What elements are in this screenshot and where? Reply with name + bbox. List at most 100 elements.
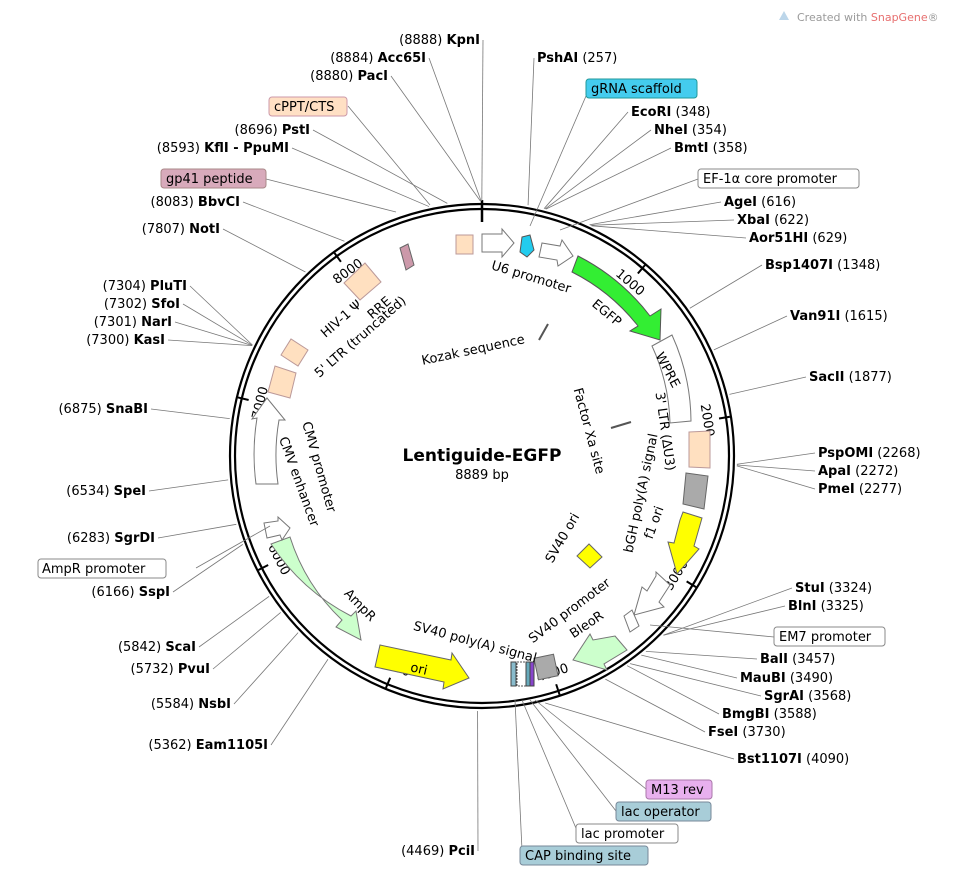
restriction-site: (8696) PstI xyxy=(235,123,310,138)
svg-text:Aor51HI (629): Aor51HI (629) xyxy=(749,231,847,246)
features xyxy=(250,227,711,690)
svg-text:StuI (3324): StuI (3324) xyxy=(795,581,872,596)
site-leader xyxy=(233,632,299,705)
boxed-label-leaders xyxy=(195,95,775,851)
3-ltr-feature xyxy=(688,430,711,469)
svg-text:NheI (354): NheI (354) xyxy=(654,123,727,138)
svg-text:BmgBI (3588): BmgBI (3588) xyxy=(722,707,817,722)
cap-binding-site-feature xyxy=(510,661,517,687)
wpre-feature xyxy=(651,334,692,424)
restriction-site: (6534) SpeI xyxy=(66,484,146,499)
restriction-site: (5362) Eam1105I xyxy=(148,738,268,753)
site-leader xyxy=(629,663,762,697)
restriction-site: FseI (3730) xyxy=(708,725,786,740)
site-leader xyxy=(212,612,281,670)
site-leader xyxy=(198,596,270,648)
restriction-site: NheI (354) xyxy=(654,123,727,138)
svg-text:(8083) BbvCI: (8083) BbvCI xyxy=(151,195,240,210)
restriction-site: (5732) PvuI xyxy=(131,662,210,677)
svg-text:SacII (1877): SacII (1877) xyxy=(809,370,892,385)
svg-text:AmpR promoter: AmpR promoter xyxy=(42,562,146,577)
svg-text:(8880) PacI: (8880) PacI xyxy=(310,69,388,84)
brand-prefix: Created with xyxy=(797,11,871,24)
5-ltr-feature xyxy=(267,365,297,399)
restriction-site: Aor51HI (629) xyxy=(749,231,847,246)
plasmid-name: Lentiguide-EGFP xyxy=(403,446,562,466)
site-leader xyxy=(605,678,706,733)
site-leader xyxy=(713,315,788,351)
restriction-site: (6166) SspI xyxy=(91,585,170,600)
tick-mark xyxy=(555,683,561,696)
svg-text:(6534) SpeI: (6534) SpeI xyxy=(66,484,146,499)
label-kozak: Kozak sequence xyxy=(420,332,526,368)
box-ef1a-core-promoter: EF-1α core promoter xyxy=(697,168,860,189)
restriction-site: Bsp1407I (1348) xyxy=(765,258,880,273)
restriction-site: (7300) KasI xyxy=(86,333,165,348)
kozak-sequence-feature xyxy=(538,323,549,341)
site-leader xyxy=(645,650,758,660)
site-leader xyxy=(167,339,253,347)
tick-mark xyxy=(718,415,731,420)
label-ori: ori xyxy=(409,660,429,678)
ampr-arrow xyxy=(270,536,362,641)
site-leader xyxy=(591,225,747,239)
restriction-site: Bst1107I (4090) xyxy=(737,752,849,767)
restriction-site: BlnI (3325) xyxy=(788,599,864,614)
site-leader xyxy=(545,702,735,760)
svg-text:lac promoter: lac promoter xyxy=(581,827,665,842)
site-leader xyxy=(736,464,816,472)
site-leader xyxy=(729,376,807,395)
site-leader xyxy=(545,147,672,210)
restriction-site: Van91I (1615) xyxy=(790,309,888,324)
tick-mark xyxy=(333,252,342,263)
svg-text:(7301) NarI: (7301) NarI xyxy=(94,315,172,330)
restriction-site: (8593) KflI - PpuMI xyxy=(157,141,289,156)
f1-ori-arrow xyxy=(667,511,703,576)
ef1a-core-promoter-arrow xyxy=(538,238,574,267)
restriction-site-labels: PshAI (257)EcoRI (348)NheI (354)BmtI (35… xyxy=(58,33,920,859)
site-leader xyxy=(270,659,329,746)
svg-text:BlnI (3325): BlnI (3325) xyxy=(788,599,864,614)
svg-text:(8593) KflI - PpuMI: (8593) KflI - PpuMI xyxy=(157,141,289,156)
hiv1-psi-feature xyxy=(280,338,309,367)
svg-text:Bst1107I (4090): Bst1107I (4090) xyxy=(737,752,849,767)
snapgene-logo-icon xyxy=(779,11,789,20)
cmv-enhancer-arrow xyxy=(250,397,287,485)
svg-text:(5842) ScaI: (5842) ScaI xyxy=(118,640,196,655)
restriction-site: PshAI (257) xyxy=(537,51,617,66)
site-leader xyxy=(527,57,535,206)
svg-text:EF-1α core promoter: EF-1α core promoter xyxy=(703,172,838,187)
label-factor-xa: Factor Xa site xyxy=(570,386,607,475)
svg-text:PmeI (2277): PmeI (2277) xyxy=(818,482,902,497)
brand-name: SnapGene xyxy=(871,11,928,24)
svg-text:lac operator: lac operator xyxy=(621,805,700,820)
site-leader xyxy=(663,587,793,636)
svg-text:gp41 peptide: gp41 peptide xyxy=(166,172,253,187)
svg-text:BalI (3457): BalI (3457) xyxy=(760,652,835,667)
m13-rev-feature xyxy=(529,661,535,687)
box-m13-rev: M13 rev xyxy=(645,779,713,800)
svg-text:EM7 promoter: EM7 promoter xyxy=(779,630,872,645)
box-grna-scaffold: gRNA scaffold xyxy=(585,78,698,99)
cppt-cts-feature xyxy=(455,234,474,255)
site-leader xyxy=(150,408,230,419)
factor-xa-site-feature xyxy=(610,421,632,429)
svg-text:ApaI (2272): ApaI (2272) xyxy=(818,464,898,479)
svg-text:(7807) NotI: (7807) NotI xyxy=(142,222,220,237)
restriction-site: PspOMI (2268) xyxy=(818,446,921,461)
site-leader xyxy=(689,264,763,309)
restriction-site: BmtI (358) xyxy=(674,141,748,156)
site-leader xyxy=(182,303,253,346)
box-em7-promoter: EM7 promoter xyxy=(773,626,886,647)
box-gp41-peptide: gp41 peptide xyxy=(160,168,267,189)
site-leader xyxy=(390,75,481,202)
label-sv40-ori: SV40 ori xyxy=(543,511,583,566)
site-leader xyxy=(590,219,735,226)
restriction-site: PmeI (2277) xyxy=(818,482,902,497)
u6-promoter-arrow xyxy=(481,227,515,259)
svg-text:Van91I (1615): Van91I (1615) xyxy=(790,309,888,324)
label-sv40-promoter: SV40 promoter xyxy=(526,575,614,646)
site-leader xyxy=(736,465,816,490)
svg-text:(6166) SspI: (6166) SspI xyxy=(91,585,170,600)
